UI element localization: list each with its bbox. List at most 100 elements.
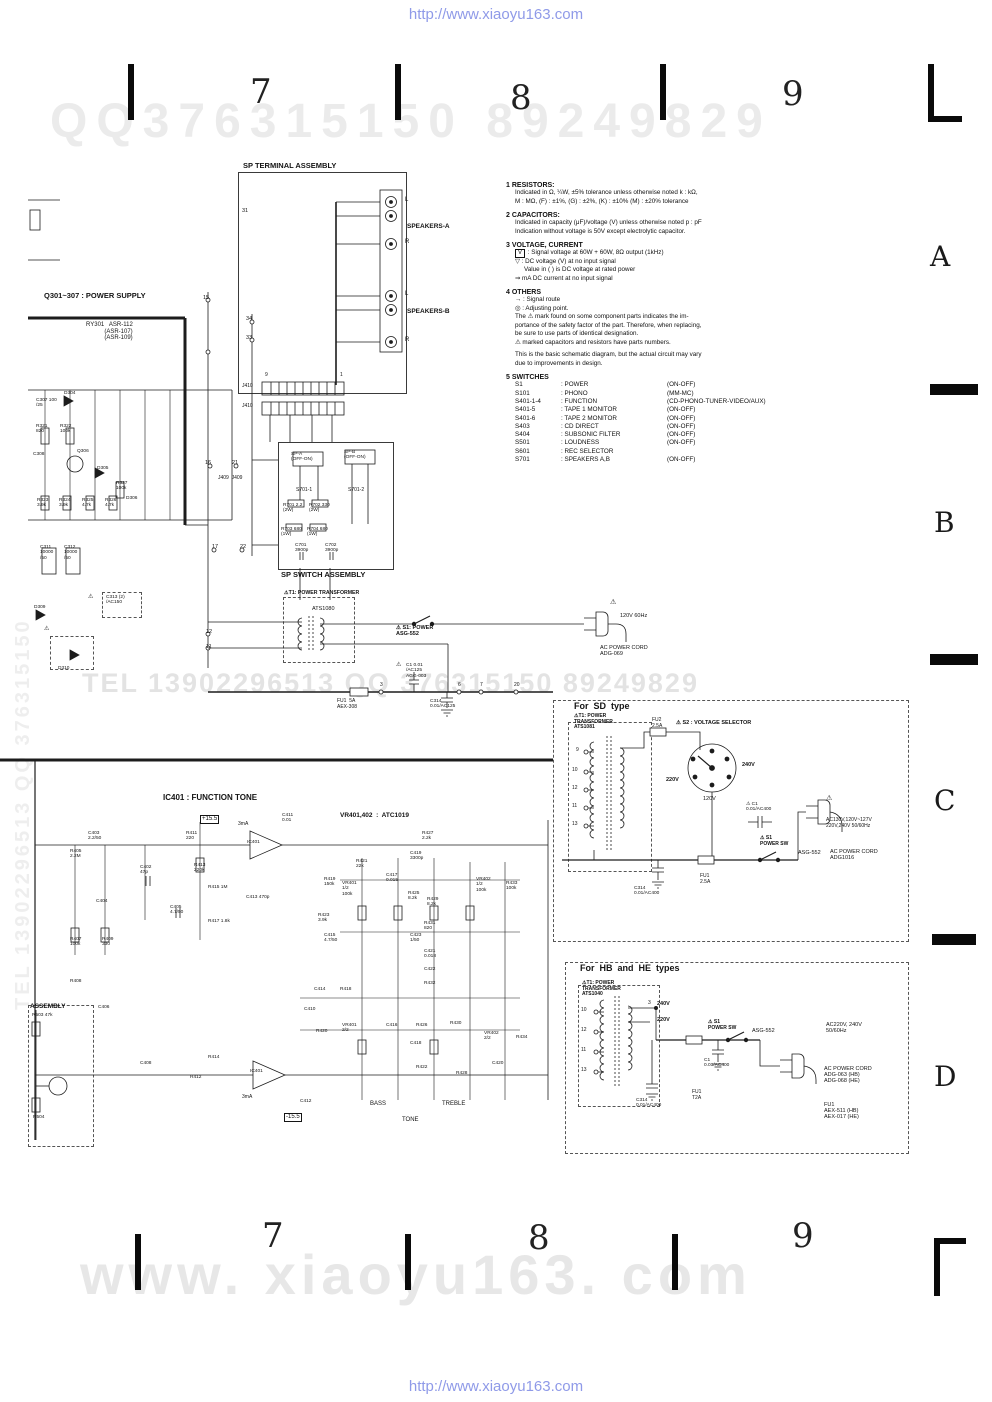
sd-type-box — [553, 700, 909, 942]
legend-line: M : MΩ, (F) : ±1%, (G) : ±2%, (K) : ±10%… — [515, 197, 689, 205]
component-label: C413 470p — [246, 895, 270, 900]
hb-type-box — [565, 962, 909, 1154]
component-label: 3 — [380, 682, 383, 688]
sw-id: S501 — [515, 439, 530, 447]
sw-name: : FUNCTION — [561, 397, 598, 405]
speakers-a-label: SPEAKERS-A — [407, 223, 450, 230]
component-label: C421 0.018 — [424, 949, 437, 960]
component-label: C405 4.7/50 — [170, 905, 184, 916]
power-switch-label: ⚠ S1: POWER ASG-552 — [396, 625, 434, 638]
switch-table-row: S701: SPEAKERS A,B(ON-OFF) — [515, 456, 796, 464]
sw-id: S401-1-4 — [515, 397, 541, 405]
sd-mains-voltage-label: AC130V,120V~127V 220V,240V 50/60Hz — [826, 817, 872, 829]
switch-table-row: S601: REC SELECTOR — [515, 448, 796, 456]
component-label: C311 10000 /50 — [40, 545, 54, 561]
component-label: 16 — [205, 460, 212, 466]
component-label: R323 3.9k — [37, 498, 49, 509]
hb-type-internals — [593, 996, 780, 1101]
component-label: ⚠ C1 0.01/AC400 — [746, 802, 772, 813]
component-label: 21 — [232, 460, 239, 466]
component-label: IC401 — [247, 840, 260, 845]
sw-val: (ON-OFF) — [667, 456, 696, 464]
watermark-bottom-url: http://www.xiaoyu163.com — [408, 1378, 584, 1395]
grid-ref-row-a: A — [930, 240, 951, 273]
sw-id: S101 — [515, 389, 530, 397]
component-label: ⚠ — [44, 626, 50, 632]
hb-ac-plug-icon — [780, 1053, 817, 1084]
crop-mark-corner — [928, 116, 962, 122]
component-label: R504 — [33, 1115, 45, 1120]
component-label: FU1 AEX-511 (HB) AEX-017 (HE) — [824, 1102, 859, 1121]
component-label: J410 — [242, 403, 253, 409]
component-label: R325 4.7k — [82, 498, 94, 509]
sd-ac-power-cord-label: AC POWER CORD ADG1016 — [830, 849, 878, 862]
grid-ref-bottom-8: 8 — [528, 1218, 550, 1258]
component-label: R418 — [340, 987, 352, 992]
component-label: R430 — [450, 1021, 462, 1026]
component-label: VR402 1/2 100k — [476, 877, 491, 893]
sw-name: : SPEAKERS A,B — [561, 456, 610, 464]
vr-title: VR401,402 : ATC1019 — [340, 812, 410, 819]
component-label: ⚠ — [826, 795, 833, 802]
component-label: R432 — [424, 981, 436, 986]
component-label: C701 3900p — [295, 543, 309, 554]
component-label: C410 — [304, 1007, 316, 1012]
component-label: L — [405, 291, 409, 297]
component-label: R701 2.2 (2W) — [283, 503, 303, 514]
component-label: 240V — [742, 762, 755, 768]
sp-switch-internals — [285, 449, 376, 600]
component-label: J409 J409 — [218, 475, 243, 481]
component-label: C419 3300p — [410, 851, 424, 862]
component-label: ⚠ S1 POWER SW — [708, 1019, 737, 1031]
component-label: R431 820 — [424, 921, 436, 932]
component-label: C314 0.01/AC400 — [634, 886, 660, 897]
crop-mark — [405, 1234, 411, 1290]
hb-type-title: For HB and HE types — [580, 963, 680, 973]
component-label: ASG-552 — [752, 1028, 775, 1034]
legend-line: Indicated in capacity (μF)/voltage (V) u… — [515, 219, 702, 226]
component-label: R327 100k — [116, 481, 128, 492]
component-label: 11 — [581, 1047, 587, 1053]
component-label: R — [405, 337, 410, 343]
grid-ref-row-d: D — [934, 1060, 957, 1093]
sw-val: (ON-OFF) — [667, 381, 696, 389]
component-label: ATS1080 — [312, 606, 335, 612]
crop-mark-corner — [928, 64, 934, 122]
component-label: C406 — [98, 1005, 110, 1010]
component-label: R412 — [190, 1075, 202, 1080]
switch-table-row: S101: PHONO(MM-MC) — [515, 390, 796, 398]
component-label: C313 (2) /AC150 — [106, 595, 125, 606]
component-label: C307 100 /25 — [36, 398, 57, 409]
component-label: Q306 — [77, 449, 89, 454]
component-label: 12 — [572, 785, 578, 791]
grid-ref-top-8: 8 — [510, 78, 532, 118]
component-label: 33 — [246, 335, 253, 341]
component-label: C308 — [33, 452, 45, 457]
sp-terminal-assembly-title: SP TERMINAL ASSEMBLY — [243, 161, 337, 170]
speakers-b-label: SPEAKERS-B — [407, 308, 450, 315]
component-label: 3mA — [242, 1094, 253, 1100]
sw-id: S403 — [515, 422, 530, 430]
legend-line: ◎ : Adjusting point. — [515, 304, 569, 312]
sw-val: (ON-OFF) — [667, 431, 696, 439]
component-label: D306 — [126, 496, 138, 501]
component-label: R417 1.8k — [208, 919, 230, 924]
component-label: 12 — [206, 629, 213, 635]
component-label: R326 4.7k — [105, 498, 117, 509]
legend-line: This is the basic schematic diagram, but… — [515, 351, 702, 359]
component-label: ⚠ — [610, 599, 617, 606]
hb-mains-voltage-label: AC220V, 240V 50/60Hz — [826, 1022, 862, 1035]
watermark-site-big: www. xiaoyu163. com — [80, 1243, 752, 1306]
j410-connector — [261, 381, 345, 442]
fuse-label: FU1 5A AEX-308 — [337, 698, 358, 710]
sw-name: : PHONO — [561, 389, 588, 397]
component-label: 12 — [581, 1027, 587, 1033]
legend-section-title: 5 SWITCHES — [506, 374, 549, 382]
legend-line: ⚠ marked capacitors and resistors have p… — [515, 338, 671, 346]
component-label: R405 2.2M — [70, 849, 82, 860]
component-label: 9 — [265, 372, 268, 378]
crop-mark — [660, 64, 666, 120]
sw-val: (ON-OFF) — [667, 422, 696, 430]
